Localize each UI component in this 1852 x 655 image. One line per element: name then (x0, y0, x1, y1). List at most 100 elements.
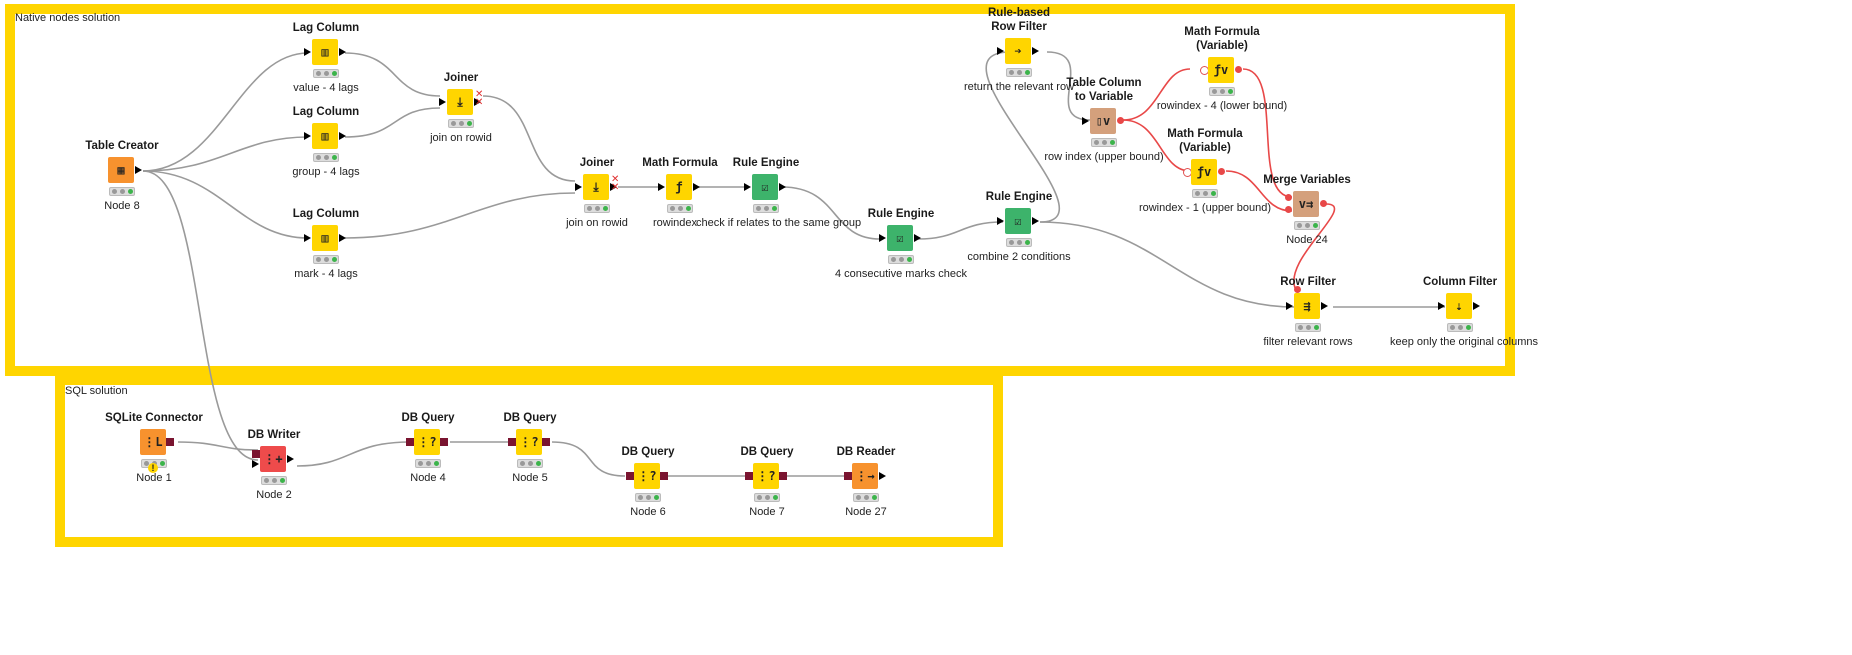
node-lag-column-group[interactable]: Lag Column ▥ group - 4 lags (292, 106, 360, 178)
db-input-port[interactable] (626, 472, 634, 480)
db-reader-icon: ⋮→ (852, 463, 878, 489)
node-db-query-6[interactable]: DB Query ⋮? Node 6 (621, 446, 675, 518)
merge-variables-icon: v⇉ (1293, 191, 1319, 217)
wire-rule2-rule3 (917, 221, 1004, 240)
node-math-formula-variable-2[interactable]: Math Formula (Variable) ƒv rowindex - 1 … (1138, 128, 1272, 214)
input-port[interactable] (252, 460, 259, 468)
db-input-port[interactable] (844, 472, 852, 480)
sql-solution-annotation[interactable] (55, 375, 1003, 547)
status-traffic-light (1192, 189, 1218, 198)
variable-input-port-2[interactable] (1285, 206, 1292, 213)
input-port[interactable] (997, 217, 1004, 225)
wire-tablecreator-lag1 (142, 52, 309, 172)
node-db-query-5[interactable]: DB Query ⋮? Node 5 (503, 412, 557, 484)
rule-row-filter-icon: ➔ (1005, 38, 1031, 64)
db-query-icon: ⋮? (634, 463, 660, 489)
input-port[interactable] (997, 47, 1004, 55)
node-column-filter[interactable]: Column Filter ⇣ keep only the original c… (1390, 276, 1538, 348)
node-table-creator[interactable]: Table Creator ▦ Node 8 (85, 140, 159, 212)
node-sqlite-connector[interactable]: SQLite Connector ⋮L ! Node 1 (105, 412, 203, 484)
status-traffic-light (635, 493, 661, 502)
node-rule-engine-2[interactable]: Rule Engine ☑ 4 consecutive marks check (834, 208, 968, 280)
status-traffic-light (1447, 323, 1473, 332)
node-joiner-1[interactable]: Joiner ⤓ ✕✕ join on rowid (430, 72, 492, 144)
wire-dbwriter-q4 (296, 441, 411, 467)
db-input-port[interactable] (252, 450, 260, 458)
output-port[interactable] (135, 166, 142, 174)
output-port[interactable] (914, 234, 921, 242)
node-lag-column-value[interactable]: Lag Column ▥ value - 4 lags (292, 22, 360, 94)
variable-output-port[interactable] (1117, 117, 1124, 124)
node-rule-engine-1[interactable]: Rule Engine ☑ check if relates to the sa… (696, 157, 862, 229)
wire-rule3-rowfilter (1039, 221, 1296, 308)
output-port[interactable] (339, 48, 346, 56)
column-filter-icon: ⇣ (1446, 293, 1472, 319)
output-port[interactable] (474, 98, 481, 106)
db-output-port[interactable] (660, 472, 668, 480)
unused-port-icon: ✕✕ (475, 89, 484, 108)
table-to-variable-icon: ▯v (1090, 108, 1116, 134)
wire-rule1-rule2 (781, 186, 881, 240)
db-query-icon: ⋮? (414, 429, 440, 455)
node-db-query-4[interactable]: DB Query ⋮? Node 4 (401, 412, 455, 484)
input-port[interactable] (1438, 302, 1445, 310)
output-port[interactable] (287, 455, 294, 463)
status-traffic-light (415, 459, 441, 468)
variable-input-port[interactable] (1294, 286, 1301, 293)
wire-tablecreator-lag2 (142, 136, 309, 172)
input-port[interactable] (744, 183, 751, 191)
output-port[interactable] (339, 132, 346, 140)
variable-output-port[interactable] (1235, 66, 1242, 73)
wire-sqlite-dbwriter (177, 441, 259, 451)
db-input-port[interactable] (508, 438, 516, 446)
status-traffic-light (109, 187, 135, 196)
rule-engine-icon: ☑ (887, 225, 913, 251)
output-port[interactable] (1032, 217, 1039, 225)
status-traffic-light (1006, 68, 1032, 77)
node-row-filter[interactable]: Row Filter ⇶ filter relevant rows (1263, 276, 1353, 348)
node-db-reader[interactable]: DB Reader ⋮→ Node 27 (836, 446, 896, 518)
db-output-port[interactable] (779, 472, 787, 480)
output-port[interactable] (779, 183, 786, 191)
math-variable-icon: ƒv (1208, 57, 1234, 83)
node-db-writer[interactable]: DB Writer ⋮+ Node 2 (247, 429, 301, 501)
node-lag-column-mark[interactable]: Lag Column ▥ mark - 4 lags (292, 208, 360, 280)
db-input-port[interactable] (406, 438, 414, 446)
output-port[interactable] (1473, 302, 1480, 310)
output-port[interactable] (339, 234, 346, 242)
variable-input-port-1[interactable] (1285, 194, 1292, 201)
status-traffic-light (754, 493, 780, 502)
node-table-column-to-variable[interactable]: Table Column to Variable ▯v row index (u… (1044, 77, 1164, 163)
db-output-port[interactable] (542, 438, 550, 446)
output-port[interactable] (610, 183, 617, 191)
node-math-formula-variable-1[interactable]: Math Formula (Variable) ƒv rowindex - 4 … (1156, 26, 1288, 112)
node-joiner-2[interactable]: Joiner ⤓ ✕✕ join on rowid (566, 157, 628, 229)
input-port[interactable] (439, 98, 446, 106)
input-port[interactable] (658, 183, 665, 191)
variable-output-port[interactable] (1320, 200, 1327, 207)
node-math-formula[interactable]: Math Formula ƒ rowindex (642, 157, 718, 229)
node-merge-variables[interactable]: Merge Variables v⇉ Node 24 (1263, 174, 1351, 246)
node-rule-engine-3[interactable]: Rule Engine ☑ combine 2 conditions (967, 191, 1071, 263)
output-port[interactable] (1032, 47, 1039, 55)
node-rule-based-row-filter[interactable]: Rule-based Row Filter ➔ return the relev… (963, 7, 1075, 93)
output-port[interactable] (1321, 302, 1328, 310)
status-traffic-light (517, 459, 543, 468)
db-output-port[interactable] (166, 438, 174, 446)
output-port[interactable] (693, 183, 700, 191)
input-port[interactable] (1082, 117, 1089, 125)
input-port[interactable] (304, 132, 311, 140)
output-port[interactable] (879, 472, 886, 480)
input-port[interactable] (304, 234, 311, 242)
row-filter-icon: ⇶ (1294, 293, 1320, 319)
variable-output-port[interactable] (1218, 168, 1225, 175)
db-output-port[interactable] (440, 438, 448, 446)
input-port[interactable] (1286, 302, 1293, 310)
lag-column-icon: ▥ (312, 225, 338, 251)
input-port[interactable] (304, 48, 311, 56)
db-input-port[interactable] (745, 472, 753, 480)
input-port[interactable] (575, 183, 582, 191)
node-db-query-7[interactable]: DB Query ⋮? Node 7 (740, 446, 794, 518)
wire-rulefilter-tcv (1046, 51, 1091, 121)
input-port[interactable] (879, 234, 886, 242)
